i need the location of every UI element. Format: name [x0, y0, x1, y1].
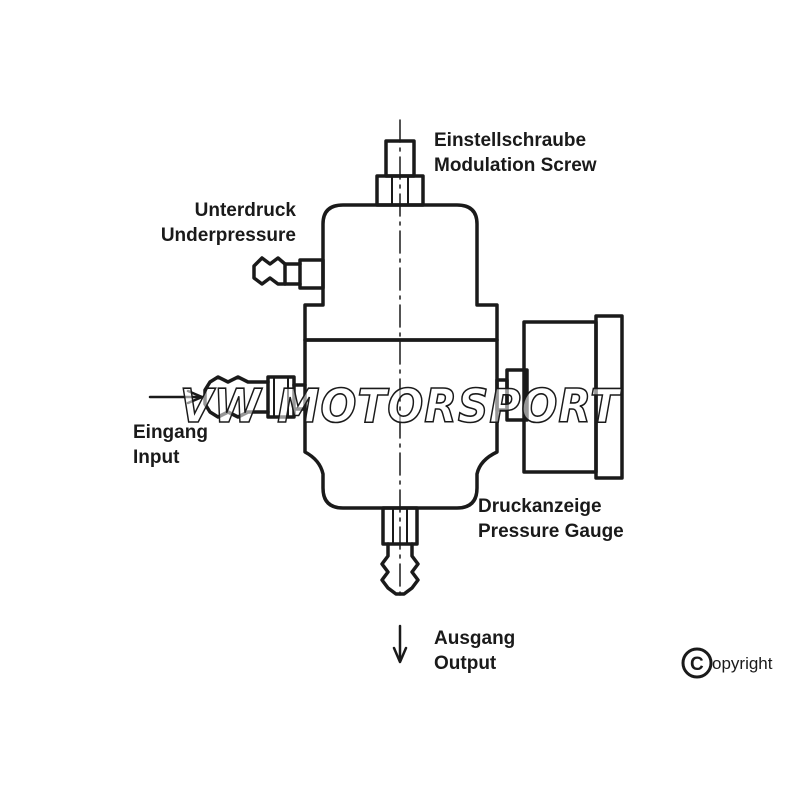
label-en: Input	[133, 447, 180, 468]
upper-housing	[303, 203, 499, 342]
label-en: Underpressure	[160, 225, 296, 246]
label-input: Eingang Input	[133, 420, 208, 470]
pressure-gauge	[495, 314, 624, 480]
lower-housing	[303, 338, 499, 510]
label-de: Unterdruck	[194, 200, 296, 221]
copyright-symbol: C	[690, 654, 704, 675]
copyright-text: opyright	[712, 654, 773, 673]
label-en: Output	[434, 653, 497, 674]
label-de: Einstellschraube	[434, 130, 587, 151]
label-underpressure: Unterdruck Underpressure	[161, 198, 296, 248]
label-de: Ausgang	[434, 628, 516, 649]
label-pressure-gauge: Druckanzeige Pressure Gauge	[478, 494, 624, 544]
label-output: Ausgang Output	[434, 626, 515, 676]
label-en: Modulation Screw	[434, 155, 597, 176]
input-fitting	[203, 375, 307, 419]
label-de: Druckanzeige	[478, 496, 602, 517]
output-fitting	[380, 506, 420, 596]
svg-text:VW MOTORSPORT: VW MOTORSPORT	[180, 379, 622, 433]
copyright-mark: C opyright	[681, 647, 773, 679]
label-en: Pressure Gauge	[478, 521, 624, 542]
label-de: Eingang	[133, 422, 208, 443]
label-modulation-screw: Einstellschraube Modulation Screw	[434, 128, 597, 178]
underpressure-fitting	[252, 256, 325, 290]
watermark-logo: VW MOTORSPORT	[179, 378, 622, 434]
